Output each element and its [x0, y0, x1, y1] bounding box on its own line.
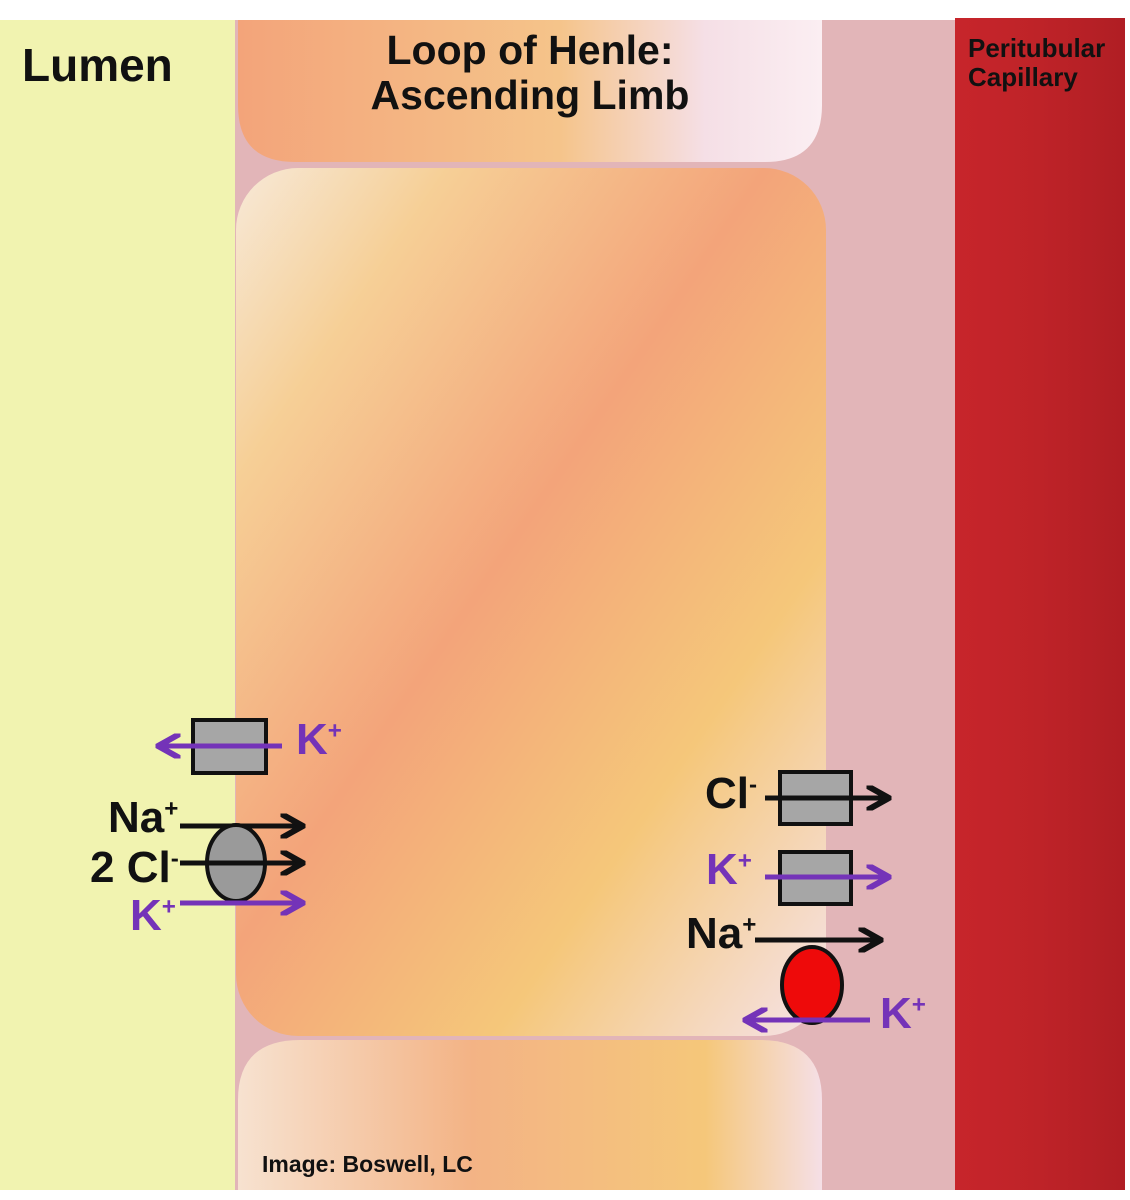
capillary-label: Peritubular Capillary: [968, 34, 1105, 91]
na-k-atpase-pump: [780, 945, 844, 1025]
basolateral-k-label: K+: [706, 845, 752, 894]
bottom-cell: [238, 1040, 822, 1190]
pump-k-label: K+: [880, 989, 926, 1038]
apical-k-label: K+: [296, 715, 342, 764]
lumen-label: Lumen: [22, 39, 173, 91]
capillary-line2: Capillary: [968, 61, 1078, 92]
loop-title-line1: Loop of Henle:: [386, 27, 674, 73]
basolateral-cl-label: Cl-: [705, 769, 758, 818]
lumen-region: [0, 20, 240, 1190]
top-cell: [238, 20, 822, 162]
loop-of-henle-title: Loop of Henle: Ascending Limb: [320, 27, 740, 119]
pump-na-label: Na+: [686, 909, 757, 958]
loop-title-line2: Ascending Limb: [370, 72, 690, 119]
image-credit: Image: Boswell, LC: [262, 1151, 473, 1177]
nkcc-k-label: K+: [130, 891, 176, 940]
nkcc-na-label: Na+: [108, 793, 179, 842]
nkcc-cl-label: 2 Cl-: [90, 843, 179, 892]
capillary-line1: Peritubular: [968, 33, 1106, 63]
ascending-limb-cell: [236, 168, 826, 1036]
peritubular-capillary: [955, 18, 1125, 1190]
